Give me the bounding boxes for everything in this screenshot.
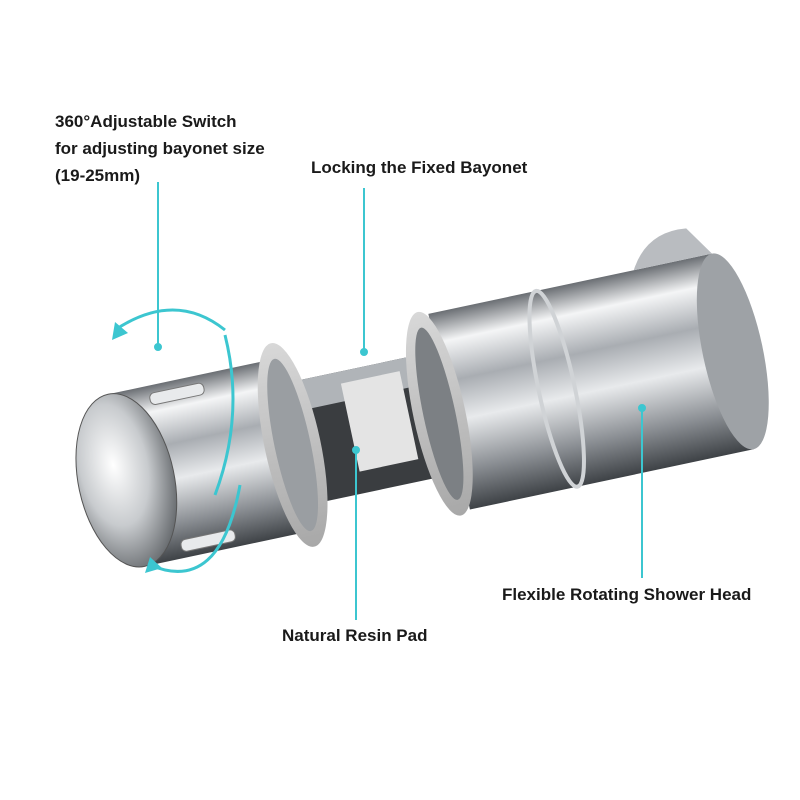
- leader-lines: [154, 182, 646, 620]
- shower-head-body: [428, 253, 754, 510]
- switch-label: 360°Adjustable Switch for adjusting bayo…: [55, 108, 265, 189]
- resin-pad-label: Natural Resin Pad: [282, 626, 428, 645]
- rotating-head-label: Flexible Rotating Shower Head: [502, 585, 752, 604]
- switch-label-line2: for adjusting bayonet size: [55, 139, 265, 158]
- switch-label-line3: (19-25mm): [55, 166, 141, 185]
- locking-bayonet-label: Locking the Fixed Bayonet: [311, 158, 528, 177]
- rotation-arrow-icon: [114, 308, 242, 573]
- adjustable-switch-cap: [75, 393, 178, 568]
- seam-ring: [527, 288, 586, 489]
- switch-label-line1: 360°Adjustable Switch: [55, 112, 237, 131]
